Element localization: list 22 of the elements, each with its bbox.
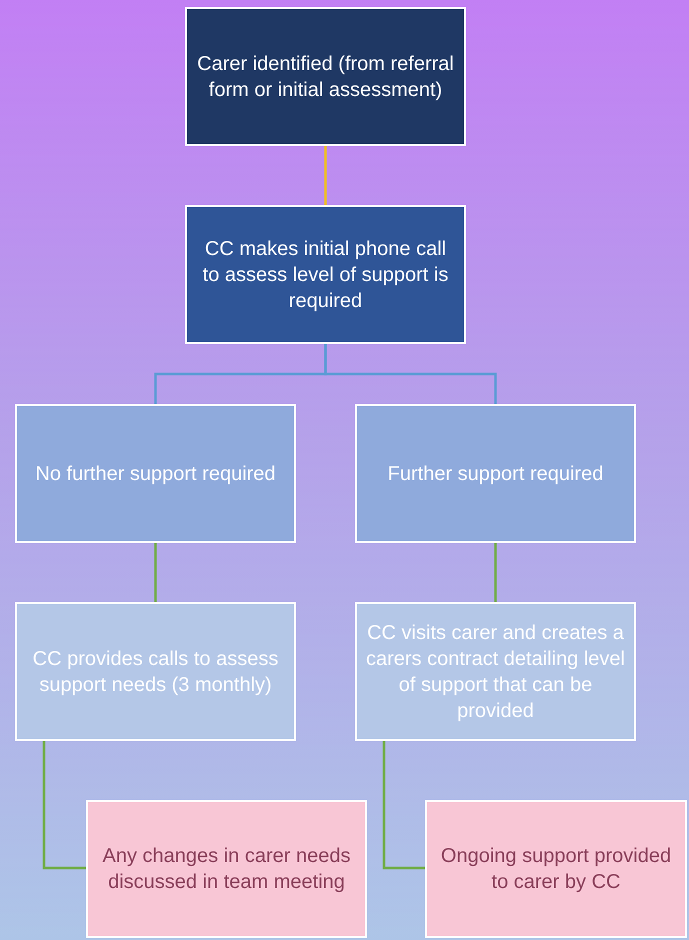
connector-line (494, 543, 497, 602)
process-box (185, 7, 466, 146)
box-text: Further support required (388, 462, 604, 486)
box-text: No further support required (35, 462, 276, 486)
process-box (15, 404, 296, 543)
process-box (185, 205, 466, 344)
connector-line (324, 344, 497, 404)
process-box (86, 800, 367, 938)
box-text: Any changes in carer needs discussed in team meeting (102, 844, 352, 895)
connector-line (324, 146, 327, 205)
box-text: Ongoing support provided to carer by CC (440, 844, 672, 895)
process-box (355, 404, 636, 543)
connector-line (154, 543, 157, 602)
box-text: CC provides calls to assess support needs (3 monthly) (32, 646, 280, 698)
box-text: CC visits carer and creates a carers contract detailing level of support that can be provided (365, 620, 626, 724)
box-text: CC makes initial phone call to assess level of support is required (202, 236, 450, 314)
box-text: Carer identified (from referral form or initial assessment) (196, 52, 455, 102)
connector-line (382, 741, 425, 870)
connector-line (42, 741, 86, 870)
process-box (355, 602, 636, 741)
process-box (425, 800, 687, 938)
process-box (15, 602, 296, 741)
